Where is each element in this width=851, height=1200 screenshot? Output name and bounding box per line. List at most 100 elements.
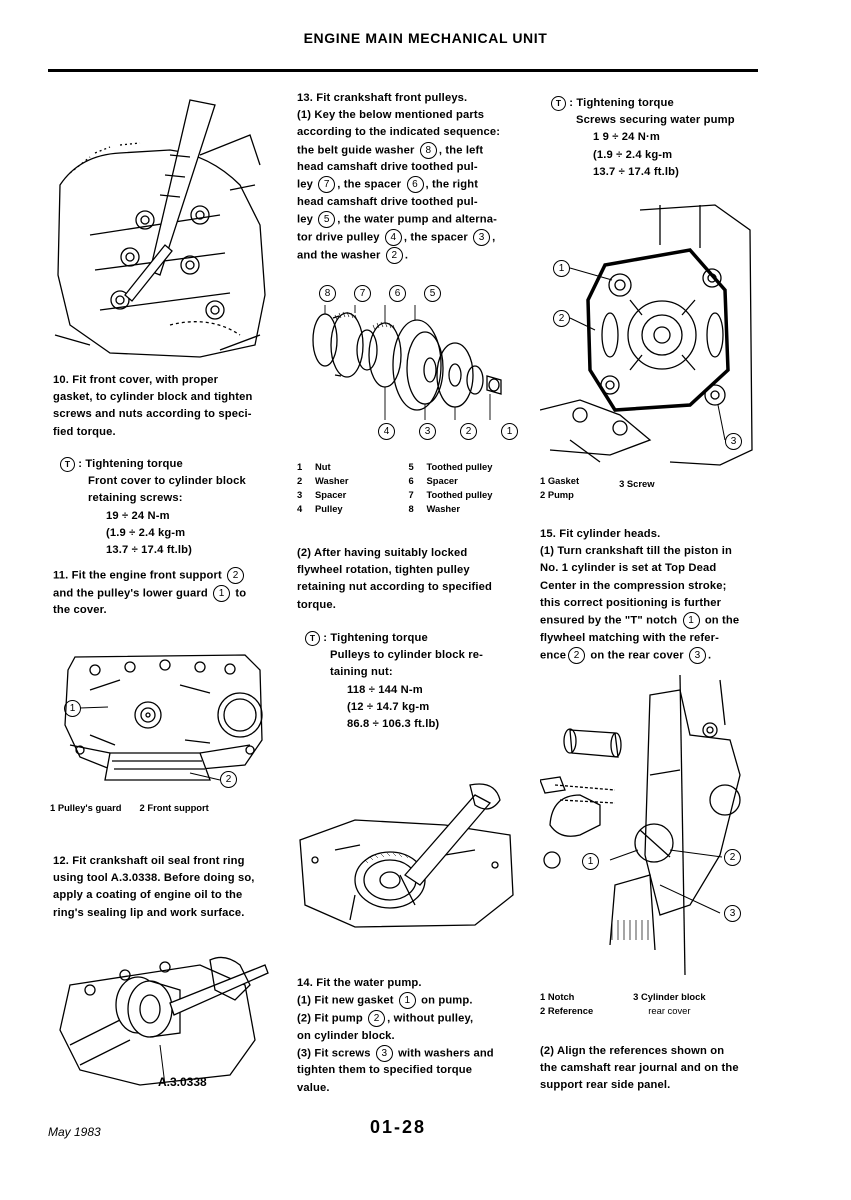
cam-legend-2: 2 Reference [540, 1005, 594, 1016]
step13b-line: (2) After having suitably locked [297, 547, 468, 559]
fig1-caption-1: 1 Pulley's guard [50, 802, 122, 813]
step15b-line: the camshaft rear journal and on the [540, 1062, 739, 1075]
step15-text: No. 1 cylinder is set at Top Dead [540, 562, 717, 575]
step14-text: with washers and [398, 1047, 494, 1060]
callout-ref: 3 [473, 228, 491, 246]
step11-text: the cover. [53, 604, 107, 617]
step13-text: , the spacer [337, 178, 402, 191]
cam-legend-3b: rear cover [648, 1005, 691, 1016]
callout-ref: 2 [385, 246, 403, 264]
step13-text: , the right [425, 178, 479, 191]
step15-text: flywheel matching with the refer- [540, 631, 720, 644]
header-rule [48, 69, 758, 72]
pulley-callout-3: 3 [419, 423, 436, 440]
step13-text: , [492, 231, 496, 244]
torque-value: 86.8 ÷ 106.3 ft.lb) [347, 718, 440, 731]
step15-text: ence [540, 649, 567, 662]
step14-text: value. [297, 1081, 330, 1094]
fig1-callout-1: 1 [64, 700, 81, 718]
torque-desc: Screws securing water pump [576, 114, 735, 127]
cam-callout-3: 3 [724, 905, 741, 923]
step14-text: on pump. [421, 994, 473, 1007]
pulley-callout-7: 7 [354, 285, 371, 302]
step13-text: (1) Key the below mentioned parts [297, 109, 485, 122]
callout-ref: 2 [227, 567, 245, 584]
step13-text: head camshaft drive toothed pul- [297, 196, 478, 209]
figure-oil-seal-tool [59, 956, 269, 1086]
pump-callout-2: 2 [553, 310, 570, 328]
torque-desc: taining nut: [330, 666, 393, 679]
step14-text: tighten them to specified torque [297, 1064, 473, 1077]
step12-line: using tool A.3.0338. Before doing so, [53, 872, 255, 885]
torque-label: : Tightening torque [78, 458, 183, 470]
torque-symbol-icon: T [60, 456, 75, 472]
cam-callout-2: 2 [724, 849, 741, 867]
pump-legend-2: 2 Pump [540, 489, 574, 500]
cam-legend-3: 3 Cylinder block [633, 991, 706, 1002]
step12-line: apply a coating of engine oil to the [53, 889, 243, 902]
step13b-line: retaining nut according to specified [297, 581, 492, 594]
figure-flywheel-lock [299, 783, 514, 928]
step15-text: ensured by the "T" notch [540, 614, 678, 627]
pump-legend-1: 1 Gasket [540, 475, 580, 486]
torque-desc: Front cover to cylinder block [88, 475, 246, 488]
torque-value: (12 ÷ 14.7 kg-m [347, 700, 430, 713]
step13-text: 13. Fit crankshaft front pulleys. [297, 92, 468, 104]
step15b-line: (2) Align the references shown on [540, 1045, 725, 1057]
pulley-callout-1: 1 [501, 423, 518, 440]
step10-line: screws and nuts according to speci- [53, 408, 252, 421]
step10-line: 10. Fit front cover, with proper [53, 374, 219, 386]
step14-text: (2) Fit pump [297, 1012, 363, 1025]
step15-text: on the rear cover [590, 649, 684, 662]
callout-ref: 3 [688, 646, 706, 664]
step11-text: 11. Fit the engine front support [53, 569, 222, 582]
cam-callout-1: 1 [582, 853, 599, 871]
pulley-callout-2: 2 [460, 423, 477, 440]
figure-front-cover-wrench [54, 99, 266, 358]
pulley-callout-8: 8 [319, 285, 336, 302]
callout-ref: 2 [368, 1009, 386, 1027]
step15b-line: support rear side panel. [540, 1079, 671, 1092]
fig1-caption-2: 2 Front support [139, 802, 209, 813]
step11-text: to [235, 587, 247, 600]
step13-text: , the spacer [403, 231, 468, 244]
figure-camshaft-notch [540, 675, 741, 976]
figure-pulley-exploded [312, 305, 502, 420]
page-header-title: ENGINE MAIN MECHANICAL UNIT [303, 30, 548, 46]
step15-text: 15. Fit cylinder heads. [540, 528, 661, 540]
torque-desc: retaining screws: [88, 492, 183, 505]
callout-ref: 1 [213, 584, 231, 602]
step13b-line: flywheel rotation, tighten pulley [297, 564, 470, 577]
step14-text: (3) Fit screws [297, 1047, 371, 1060]
step13-text: ley [297, 213, 314, 226]
torque-symbol-icon: T [551, 95, 566, 111]
step13-text: the belt guide washer [297, 144, 415, 157]
torque-value: 19 ÷ 24 N-m [106, 509, 170, 522]
step10-line: gasket, to cylinder block and tighten [53, 391, 253, 404]
step12-line: ring's sealing lip and work surface. [53, 906, 245, 919]
torque-value: 118 ÷ 144 N-m [347, 683, 423, 696]
torque-label: : Tightening torque [569, 97, 674, 109]
step13-text: tor drive pulley [297, 231, 380, 244]
step14-text: , without pulley, [387, 1012, 474, 1025]
torque-value: 13.7 ÷ 17.4 ft.lb) [106, 544, 192, 557]
torque-symbol-icon: T [305, 630, 320, 646]
step13-text: head camshaft drive toothed pul- [297, 161, 478, 174]
fig1-callout-2: 2 [220, 771, 237, 789]
callout-ref: 3 [375, 1044, 393, 1062]
pulley-callout-4: 4 [378, 423, 395, 440]
step13-text: , the water pump and alterna- [337, 213, 498, 226]
step13-text: ley [297, 178, 314, 191]
torque-value: (1.9 ÷ 2.4 kg-m [106, 526, 186, 539]
torque-label: : Tightening torque [323, 632, 428, 644]
fig2-tool-label: A.3.0338 [158, 1075, 207, 1089]
step15-text: . [707, 649, 712, 662]
torque-value: 13.7 ÷ 17.4 ft.lb) [593, 165, 679, 178]
